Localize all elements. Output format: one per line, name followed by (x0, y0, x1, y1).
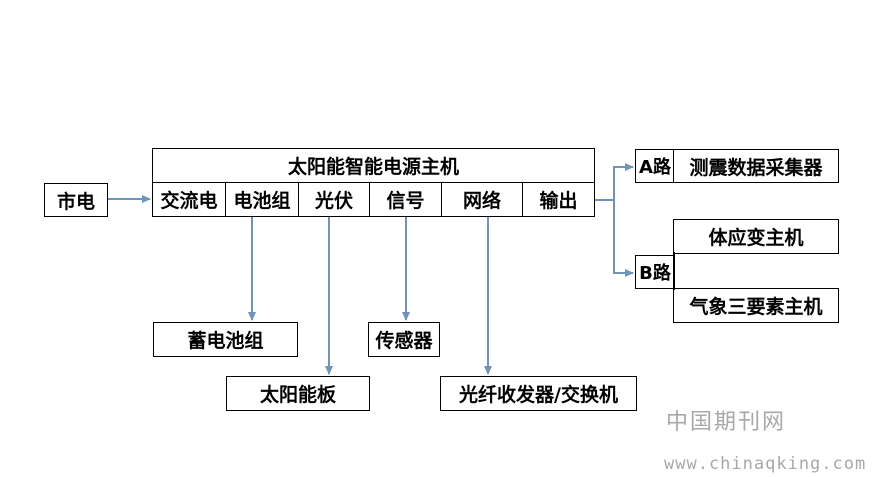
solar-panel-label: 太阳能板 (259, 384, 336, 406)
solar-panel-box: 太阳能板 (226, 376, 370, 411)
main-unit: 太阳能智能电源主机 交流电 电池组 光伏 信号 网络 输出 (152, 148, 595, 217)
arrow-output-b (613, 200, 634, 277)
output-b-label: B路 (639, 263, 671, 284)
seismic-collector-label: 测震数据采集器 (689, 156, 823, 179)
output-a-label: A路 (639, 157, 671, 178)
strain-host-label: 体应变主机 (708, 227, 804, 249)
module-pv: 光伏 (299, 183, 370, 216)
module-battery: 电池组 (226, 183, 299, 216)
battery-pack-label: 蓄电池组 (187, 330, 264, 352)
module-output: 输出 (539, 190, 578, 212)
watermark-cn: 中国期刊网 (666, 410, 787, 435)
battery-pack-box: 蓄电池组 (153, 322, 298, 357)
weather-host-label: 气象三要素主机 (689, 296, 823, 318)
output-a-label-box: A路 (635, 149, 675, 183)
main-unit-title: 太阳能智能电源主机 (153, 149, 594, 183)
module-ac: 交流电 (153, 183, 226, 216)
mains-power-box: 市电 (44, 183, 108, 217)
arrow-output-a (595, 163, 634, 201)
mains-power-label: 市电 (56, 190, 95, 213)
sensor-box: 传感器 (368, 322, 440, 357)
module-network: 网络 (442, 183, 523, 216)
sensor-label: 传感器 (375, 330, 433, 352)
fiber-switch-box: 光纤收发器/交换机 (440, 376, 637, 411)
watermark-url: www.chinaqking.com (664, 454, 867, 474)
output-b-bracket (673, 252, 675, 290)
weather-host-box: 气象三要素主机 (673, 288, 839, 323)
fiber-switch-label: 光纤收发器/交换机 (459, 384, 618, 406)
strain-host-box: 体应变主机 (673, 219, 839, 254)
module-signal: 信号 (370, 183, 442, 216)
output-b-label-box: B路 (635, 255, 675, 289)
seismic-collector-box: 测震数据采集器 (673, 149, 839, 183)
